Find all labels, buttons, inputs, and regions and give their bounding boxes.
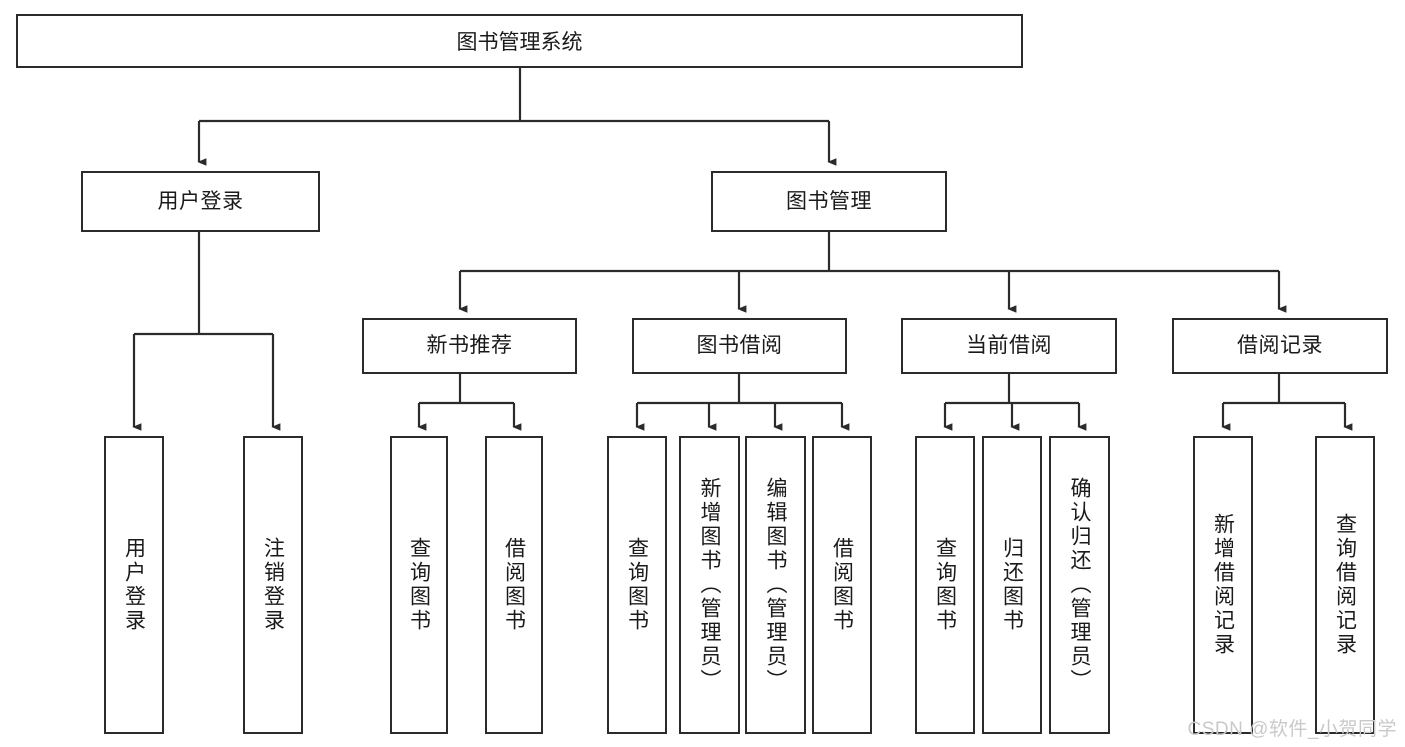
node-label: 用户登录 (122, 537, 146, 633)
node-book-borrow[interactable]: 图书借阅 (632, 318, 847, 374)
node-new-book-recommend[interactable]: 新书推荐 (362, 318, 577, 374)
node-book-management[interactable]: 图书管理 (711, 171, 947, 232)
csdn-watermark: CSDN @软件_小贺同学 (1187, 719, 1397, 740)
node-label: 借阅图书 (830, 537, 854, 633)
leaf-user-logout[interactable]: 注销登录 (243, 436, 303, 734)
leaf-recommend-borrow-book[interactable]: 借阅图书 (485, 436, 543, 734)
node-label: 图书借阅 (696, 334, 783, 358)
node-label: 编辑图书（管理员） (764, 477, 787, 693)
node-label: 查询图书 (933, 537, 957, 633)
node-label: 查询图书 (407, 537, 431, 633)
node-label: 当前借阅 (966, 334, 1052, 358)
leaf-record-add-borrow-record[interactable]: 新增借阅记录 (1193, 436, 1253, 734)
node-label: 借阅记录 (1237, 334, 1323, 358)
node-label: 新增借阅记录 (1211, 513, 1235, 657)
node-label: 新书推荐 (426, 334, 513, 358)
leaf-borrow-add-book-admin[interactable]: 新增图书（管理员） (679, 436, 740, 734)
leaf-borrow-edit-book-admin[interactable]: 编辑图书（管理员） (745, 436, 806, 734)
node-label: 新增图书（管理员） (698, 477, 721, 693)
leaf-borrow-query-book[interactable]: 查询图书 (607, 436, 667, 734)
node-label: 查询图书 (625, 537, 649, 633)
node-label: 注销登录 (261, 537, 285, 633)
node-label: 图书管理 (786, 189, 872, 213)
node-label: 确认归还（管理员） (1068, 477, 1091, 693)
node-current-borrow[interactable]: 当前借阅 (901, 318, 1117, 374)
node-label: 查询借阅记录 (1333, 513, 1357, 657)
leaf-record-query-borrow-record[interactable]: 查询借阅记录 (1315, 436, 1375, 734)
node-label: 借阅图书 (502, 537, 526, 633)
leaf-user-login[interactable]: 用户登录 (104, 436, 164, 734)
leaf-current-query-book[interactable]: 查询图书 (915, 436, 975, 734)
node-label: 归还图书 (1000, 537, 1024, 633)
node-label: 图书管理系统 (456, 31, 583, 54)
leaf-current-confirm-return-admin[interactable]: 确认归还（管理员） (1049, 436, 1110, 734)
leaf-current-return-book[interactable]: 归还图书 (982, 436, 1042, 734)
node-label: 用户登录 (157, 189, 244, 213)
node-root-book-management-system[interactable]: 图书管理系统 (16, 14, 1023, 68)
leaf-borrow-borrow-book[interactable]: 借阅图书 (812, 436, 872, 734)
leaf-recommend-query-book[interactable]: 查询图书 (390, 436, 448, 734)
node-borrow-record[interactable]: 借阅记录 (1172, 318, 1388, 374)
node-user-login[interactable]: 用户登录 (81, 171, 320, 232)
